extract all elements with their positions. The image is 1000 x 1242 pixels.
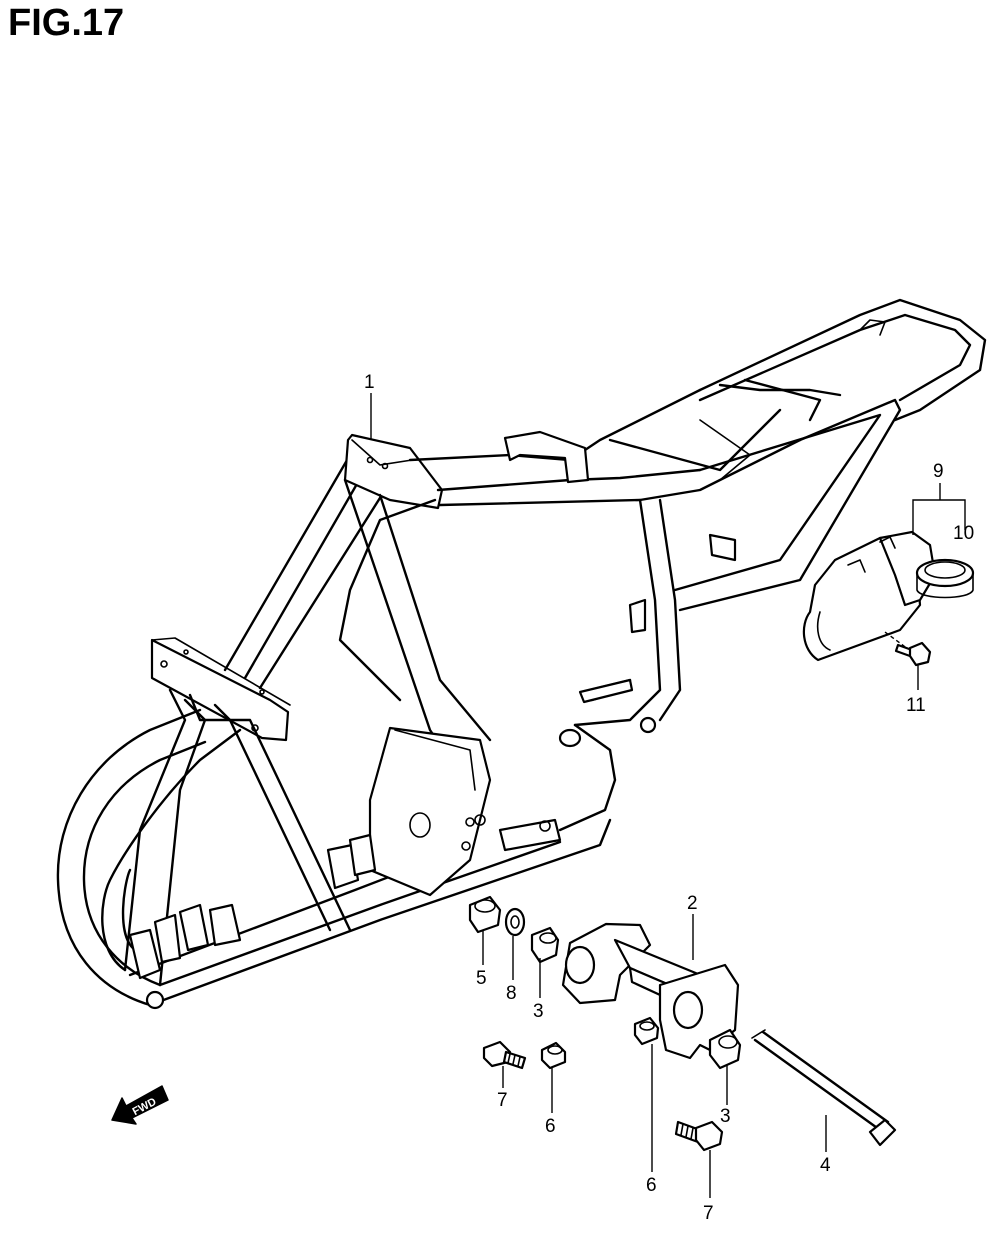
callout-4: 4 [820,1155,831,1176]
callout-3-upper: 3 [533,1001,544,1022]
nut-6-lower [633,1016,660,1046]
spacer-lower [708,1028,742,1070]
long-bolt [751,1029,897,1147]
figure-title: FIG.17 [8,2,125,44]
cover-band [915,558,975,599]
callout-3-lower: 3 [720,1106,731,1127]
screw-11 [884,631,932,667]
nut-6-upper [540,1041,567,1070]
washer-8 [504,907,526,937]
callout-6-upper: 6 [545,1116,556,1137]
callout-2: 2 [687,893,698,914]
fwd-label: FWD [131,1096,159,1118]
engine-mount-bracket [561,922,740,1060]
callout-8: 8 [506,983,517,1004]
hex-nut-5 [468,895,502,934]
bolt-7-lower [674,1120,724,1152]
callout-7-upper: 7 [497,1090,508,1111]
main-frame [56,298,987,1010]
callout-9: 9 [933,461,944,482]
callout-7-lower: 7 [703,1203,714,1224]
callout-5: 5 [476,968,487,989]
callout-1: 1 [364,372,375,393]
leader-lines [370,393,966,1198]
callout-labels: 1 2 3 3 4 5 6 6 7 7 8 9 10 11 [364,372,974,1224]
spacer-upper [530,926,560,964]
callout-10: 10 [953,523,974,544]
fwd-arrow-icon: FWD [111,1085,169,1125]
callout-11: 11 [906,695,926,716]
muffler-cover [802,530,937,662]
callout-6-lower: 6 [646,1175,657,1196]
bolt-7-upper [482,1040,527,1070]
